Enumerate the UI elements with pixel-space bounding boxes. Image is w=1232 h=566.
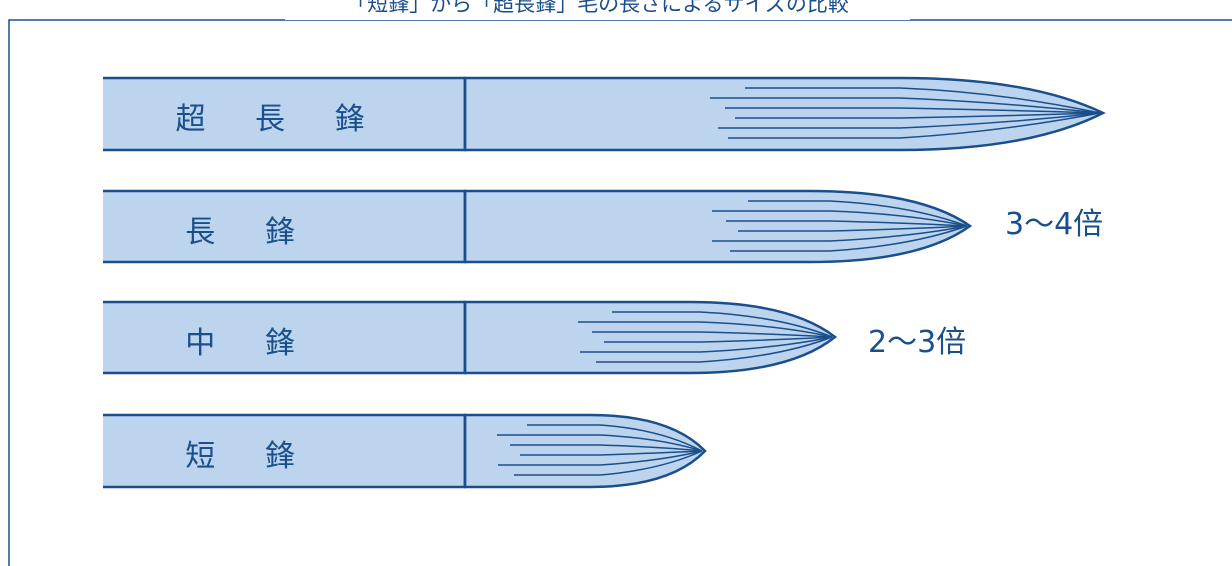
brush-label-short: 短 鋒	[185, 439, 315, 474]
brush-medium	[103, 300, 838, 375]
brush-label-extra-long: 超 長 鋒	[175, 102, 385, 137]
brush-hair	[463, 76, 1106, 152]
brush-hair	[463, 300, 838, 375]
brush-extra-long	[103, 76, 1106, 152]
brush-hair	[463, 189, 973, 264]
diagram-title: 「短鋒」から「超長鋒」毛の長さによるサイズの比較	[285, 0, 910, 20]
hair-strands	[497, 424, 703, 476]
brush-short	[103, 413, 707, 489]
brush-label-long: 長 鋒	[185, 215, 315, 250]
brush-long	[103, 189, 973, 264]
ratio-label-long: 3〜4倍	[1005, 207, 1104, 242]
ratio-label-medium: 2〜3倍	[868, 325, 967, 360]
frame-border	[8, 19, 1232, 566]
hair-strands	[712, 200, 968, 252]
brush-hair	[463, 413, 707, 489]
hair-strands	[578, 311, 833, 363]
brush-label-medium: 中 鋒	[185, 326, 315, 361]
hair-strands	[710, 87, 1101, 139]
